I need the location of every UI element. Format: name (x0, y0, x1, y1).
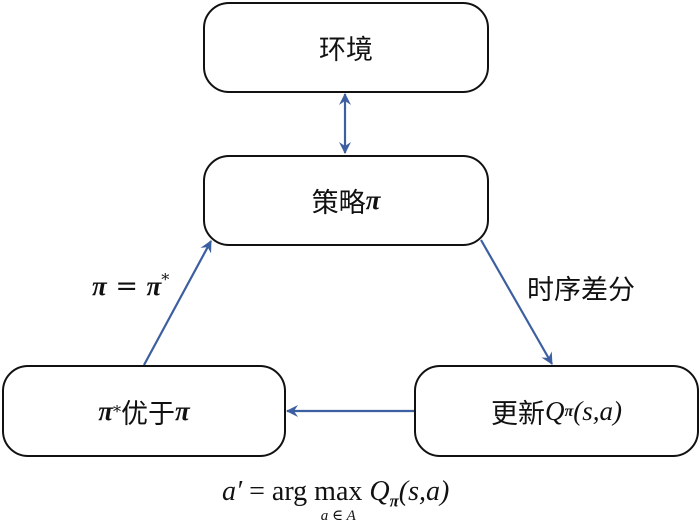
formula-lhs: a′ (222, 476, 243, 507)
formula-args: (s,a) (398, 476, 450, 507)
formula-q: Q (362, 476, 390, 507)
node-policy-label: 策略 (311, 188, 366, 219)
edge-policy-update (480, 239, 553, 365)
edge-label-policy-assign: π = π* (92, 270, 169, 302)
star-superscript: * (112, 401, 122, 421)
equals-sign: = (106, 271, 147, 302)
formula-eq: = arg (242, 476, 315, 507)
lhs-pi: π (92, 271, 107, 301)
formula-max-op: max (314, 476, 363, 507)
formula-q-subscript: π (389, 491, 399, 511)
pi-symbol: π (175, 395, 190, 426)
node-environment[interactable]: 环境 (203, 2, 489, 93)
rhs-star: * (161, 270, 170, 289)
formula-max-subscript: a ∈ A (320, 508, 356, 524)
edge-label-temporal-difference: 时序差分 (527, 275, 635, 306)
node-environment-label: 环境 (319, 35, 373, 66)
node-policy-symbol: π (365, 185, 381, 215)
q-args: (s,a) (573, 395, 623, 426)
rhs-pi: π (146, 271, 162, 301)
q-subscript: π (564, 401, 574, 420)
pi-star-symbol: π (98, 395, 113, 426)
q-symbol: Q (544, 395, 565, 426)
node-update-label: 更新 (490, 398, 545, 430)
edge-better-policy (143, 240, 212, 366)
node-better-label: 优于 (121, 398, 176, 430)
